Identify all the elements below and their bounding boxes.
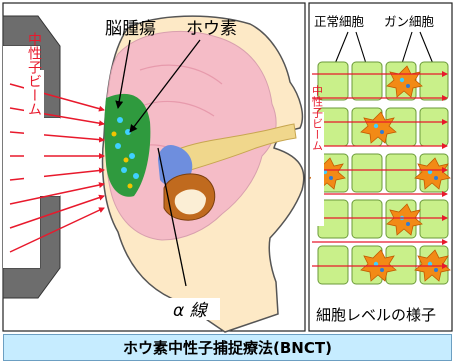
caption-bar: ホウ素中性子捕捉療法(BNCT)	[3, 334, 452, 361]
alpha-label: α 線	[173, 301, 209, 321]
head-illustration	[101, 15, 305, 333]
cell-level-label: 細胞レベルの様子	[316, 306, 436, 324]
boron-atoms	[111, 117, 139, 189]
boron-pointer	[129, 39, 201, 133]
caption-title: ホウ素中性子捕捉療法(BNCT)	[123, 339, 332, 357]
beam-label-bg	[24, 70, 44, 192]
boron-label: ホウ素	[186, 19, 237, 39]
diagram-canvas: 中性子ビーム 脳腫瘍 ホウ素 α 線 正常細胞 ガン細胞	[2, 2, 453, 333]
bottom-label-bg	[312, 290, 450, 328]
brain-stem	[175, 123, 297, 173]
beam-label-left: 中性子ビーム	[26, 32, 42, 116]
cell-beam-label-bg	[311, 112, 324, 226]
right-panel: 正常細胞 ガン細胞	[308, 2, 453, 332]
cell-beam-arrows	[312, 71, 448, 269]
tumor-label: 脳腫瘍	[105, 19, 156, 39]
neutron-source-device	[2, 15, 61, 299]
left-panel: 中性子ビーム 脳腫瘍 ホウ素 α 線	[2, 2, 306, 333]
cerebellum-core	[174, 189, 206, 215]
alpha-label-bg	[168, 298, 220, 320]
cancer-cell-label: ガン細胞	[384, 14, 435, 29]
alpha-pointer	[157, 147, 187, 287]
beam-label-right: 中性子ビーム	[311, 85, 324, 151]
tumor-pointer	[115, 39, 131, 109]
normal-cell-label: 正常細胞	[314, 14, 365, 29]
